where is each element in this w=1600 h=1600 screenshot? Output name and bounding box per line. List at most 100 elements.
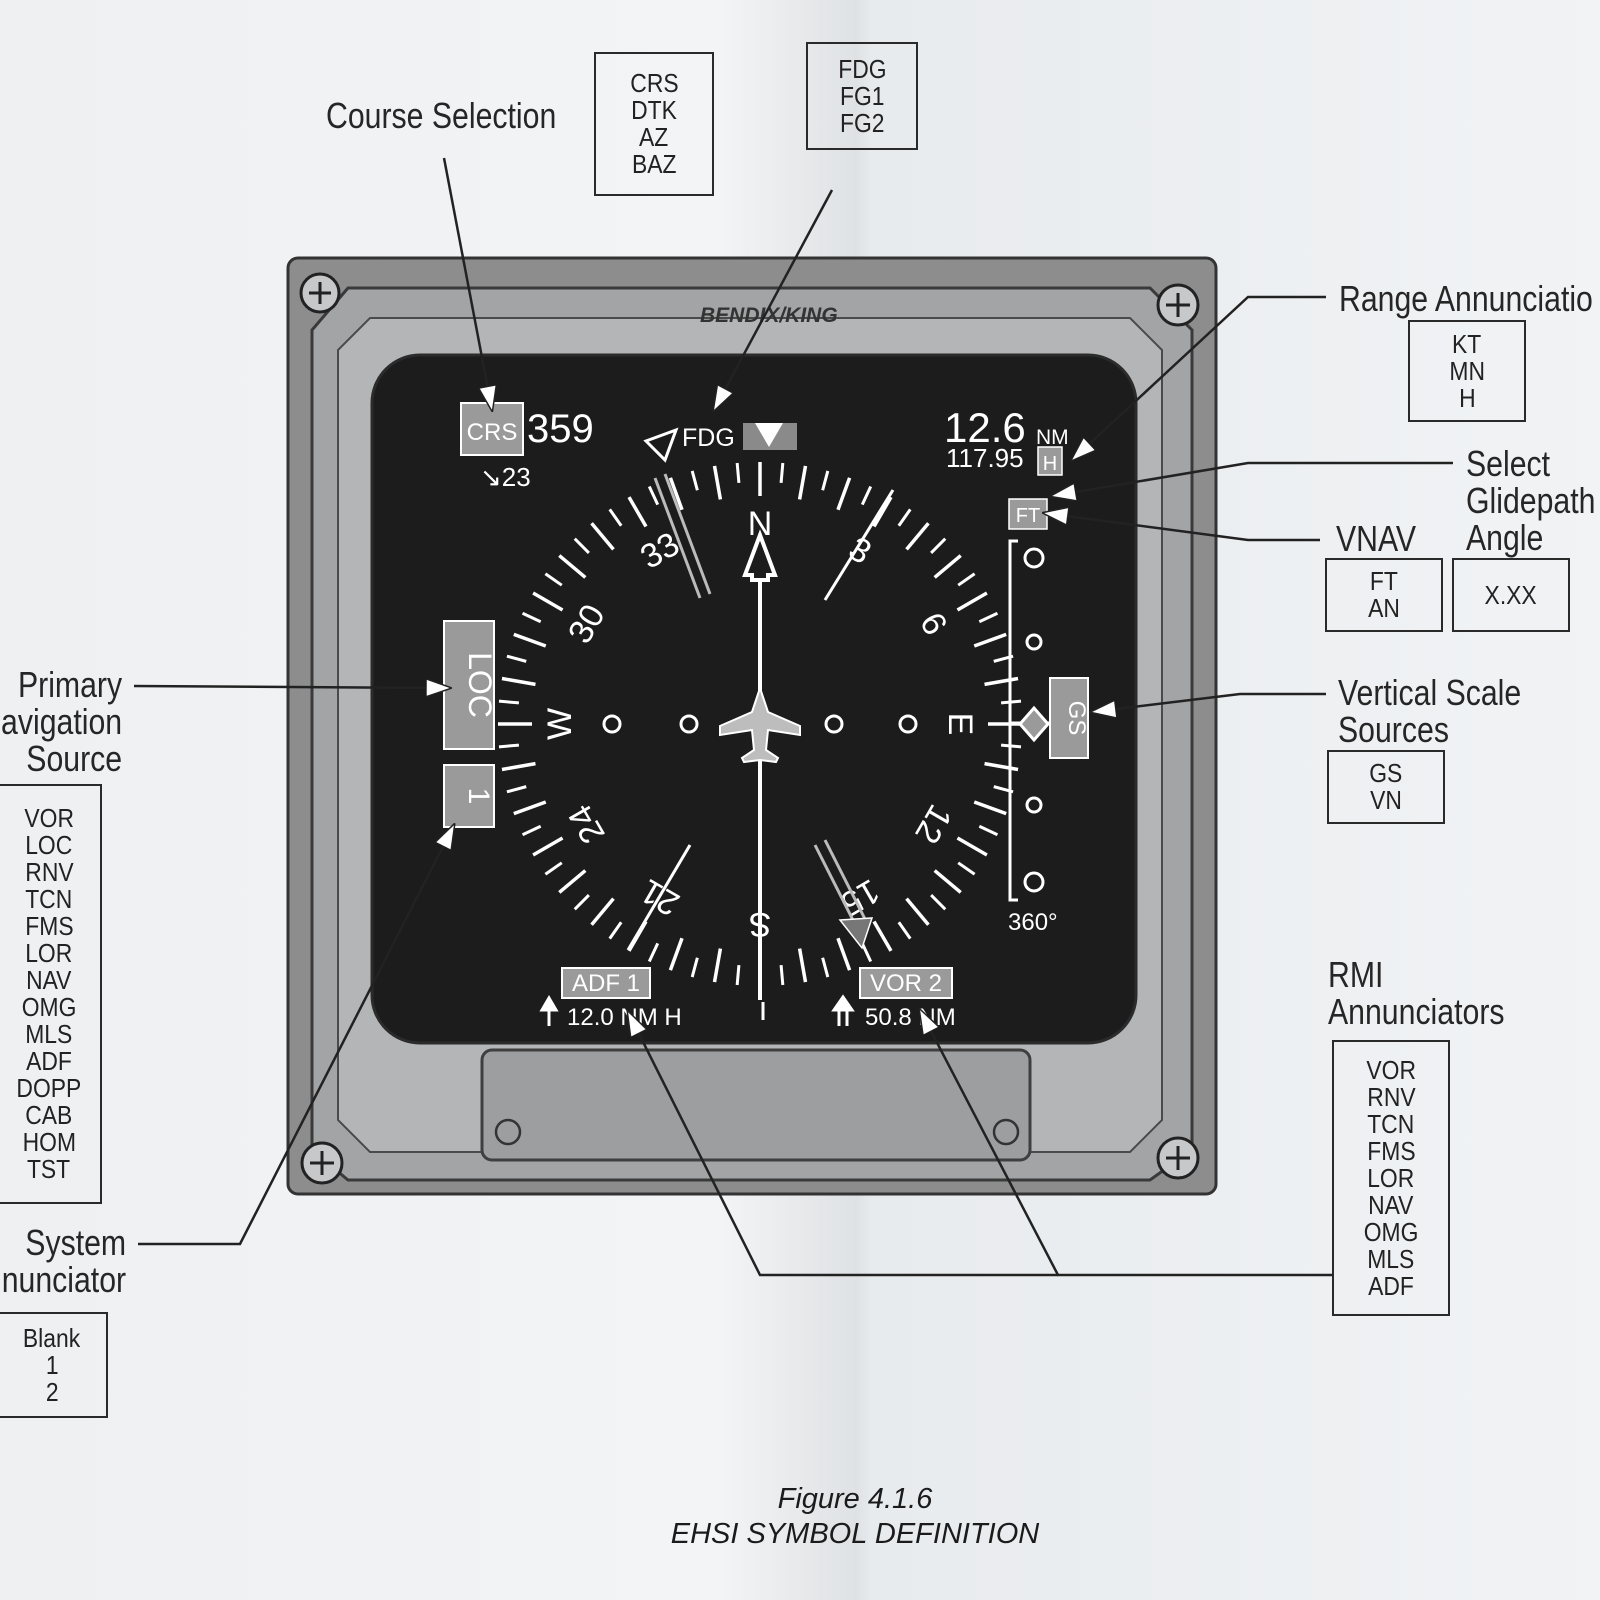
rmi-annunciators-options-box: VOR RNV TCN FMS LOR NAV OMG MLS ADF bbox=[1332, 1040, 1450, 1316]
compass-tick bbox=[797, 465, 808, 500]
nav-source-option: TST bbox=[27, 1154, 71, 1184]
nav-source-box bbox=[443, 620, 495, 750]
compass-tick bbox=[973, 632, 1007, 648]
compass-tick bbox=[933, 869, 962, 894]
rmi-right-label: VOR 2 bbox=[870, 970, 942, 997]
rmi-left-box bbox=[561, 967, 651, 999]
rmi-pointer-double bbox=[653, 473, 870, 931]
vnav-options-box: FT AN bbox=[1325, 558, 1443, 632]
nav-source-option: TCN bbox=[25, 884, 73, 914]
compass-tick bbox=[872, 920, 893, 952]
compass-tick bbox=[984, 761, 1019, 772]
distance-readout: 12.6 bbox=[944, 404, 1026, 451]
title-line: avigation bbox=[0, 701, 122, 742]
compass-tick bbox=[690, 957, 699, 978]
leader-lines bbox=[133, 157, 1453, 1277]
compass-tick bbox=[860, 485, 873, 506]
crs-value: 359 bbox=[527, 407, 594, 451]
title-line: Sources bbox=[1338, 709, 1449, 750]
compass-tick bbox=[506, 785, 527, 794]
compass-tick bbox=[930, 537, 947, 554]
nav-source-option: ADF bbox=[26, 1046, 72, 1076]
title-line: Select bbox=[1466, 443, 1551, 484]
compass-tick bbox=[860, 942, 873, 963]
vertical-source-label: GS bbox=[1063, 701, 1090, 736]
nav-source-option: LOR bbox=[25, 938, 73, 968]
rmi-option: TCN bbox=[1367, 1108, 1415, 1139]
nav-source-option: LOC bbox=[25, 830, 73, 860]
compass-tick bbox=[735, 462, 741, 484]
compass-tick bbox=[590, 897, 615, 926]
compass-tick bbox=[498, 699, 520, 705]
title-line: Annunciators bbox=[1328, 991, 1505, 1032]
compass-tick bbox=[513, 800, 547, 816]
corner-screws bbox=[299, 272, 1200, 1185]
compass-tick bbox=[532, 836, 564, 857]
vertical-source-box bbox=[1049, 677, 1089, 759]
fdg-option: FDG bbox=[837, 53, 887, 84]
compass-tick bbox=[668, 937, 684, 971]
rmi-left-arrow-icon bbox=[539, 995, 559, 1026]
system-annunciator-options-box: Blank 1 2 bbox=[0, 1312, 108, 1418]
vnav-option: FT bbox=[1370, 566, 1398, 596]
aircraft-symbol bbox=[719, 684, 801, 764]
frequency-readout: 117.95 bbox=[946, 443, 1024, 473]
course-option: AZ bbox=[639, 122, 669, 152]
fdg-annunciation: FDG bbox=[682, 424, 735, 452]
title-line: Glidepath bbox=[1466, 480, 1596, 521]
course-option: CRS bbox=[629, 68, 679, 98]
select-glidepath-angle-title: Select Glidepath Angle bbox=[1466, 445, 1595, 556]
compass-tick bbox=[544, 861, 563, 876]
compass-tick bbox=[532, 591, 564, 612]
compass-tick bbox=[558, 554, 587, 579]
nav-source-option: HOM bbox=[22, 1127, 76, 1157]
system-option: 2 bbox=[45, 1376, 59, 1407]
compass-tick bbox=[690, 470, 699, 491]
rmi-left-label: ADF 1 bbox=[572, 970, 640, 997]
compass-tick bbox=[668, 477, 684, 511]
compass-tick bbox=[956, 591, 988, 612]
compass-tick bbox=[930, 894, 947, 911]
system-number-label: 1 bbox=[462, 788, 495, 805]
rmi-pointer-single bbox=[626, 489, 895, 951]
title-line: RMI bbox=[1328, 954, 1384, 995]
title-line: System bbox=[25, 1222, 126, 1263]
compass-tick bbox=[821, 957, 830, 978]
vnav-label: FT bbox=[1016, 505, 1040, 527]
compass-tick bbox=[957, 572, 976, 587]
nav-source-option: FMS bbox=[24, 911, 74, 941]
compass-tick bbox=[933, 554, 962, 579]
nav-source-option: MLS bbox=[25, 1019, 73, 1049]
system-annunciator-title: System nunciator bbox=[2, 1224, 126, 1298]
compass-tick bbox=[905, 522, 930, 551]
panel-screw-right bbox=[992, 1118, 1020, 1146]
rmi-left-info: 12.0 NM H bbox=[567, 1004, 682, 1031]
range-annunciation-title: Range Annunciatio bbox=[1339, 278, 1593, 319]
fdg-option: FG1 bbox=[839, 80, 885, 111]
compass-tick bbox=[608, 921, 623, 940]
rmi-pointer-double-head bbox=[838, 917, 874, 950]
compass-tick bbox=[647, 942, 660, 963]
range-option: MN bbox=[1449, 355, 1485, 386]
nav-source-label: LOC bbox=[462, 652, 498, 718]
nav-source-option: DOPP bbox=[16, 1073, 82, 1103]
compass-tick bbox=[905, 897, 930, 926]
vertical-source-option: VN bbox=[1370, 785, 1402, 815]
compass-tick bbox=[544, 572, 563, 587]
crs-sub-value: ↘23 bbox=[480, 462, 531, 492]
compass-tick bbox=[978, 611, 999, 624]
rmi-option: RNV bbox=[1366, 1081, 1416, 1112]
compass-tick bbox=[779, 462, 785, 484]
title-line: nunciator bbox=[1, 1259, 126, 1300]
compass-tick bbox=[506, 654, 527, 663]
compass-tick bbox=[872, 496, 893, 528]
range-option: H bbox=[1458, 382, 1476, 413]
compass-tick bbox=[573, 537, 590, 554]
vnav-box bbox=[1008, 498, 1048, 530]
heading-label: E bbox=[941, 713, 979, 736]
compass-tick bbox=[608, 508, 623, 527]
fdg-option: FG2 bbox=[839, 107, 885, 138]
compass-tick bbox=[973, 800, 1007, 816]
rmi-option: MLS bbox=[1367, 1243, 1415, 1274]
